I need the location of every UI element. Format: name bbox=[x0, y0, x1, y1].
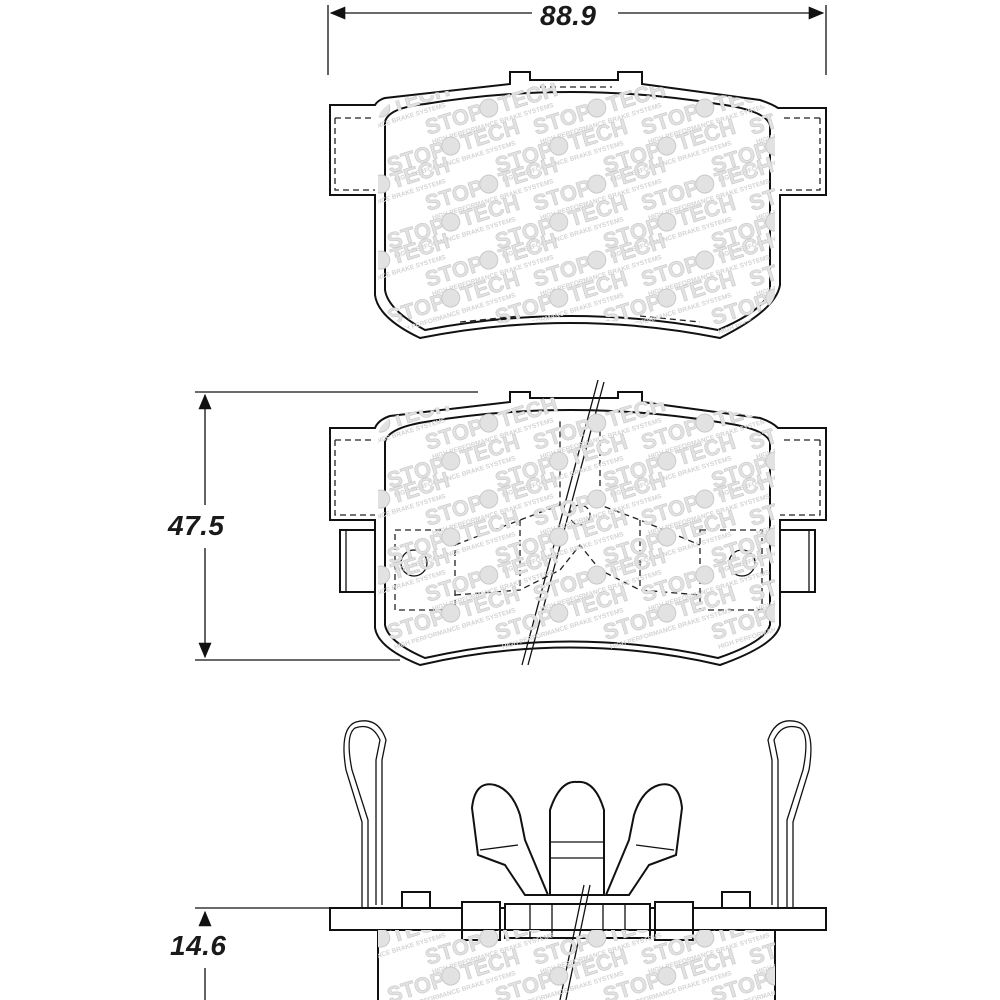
width-dimension bbox=[327, 5, 827, 75]
watermark-rotor-icon bbox=[549, 288, 569, 308]
watermark-rotor-icon bbox=[657, 212, 677, 232]
watermark-brand-right: TECH bbox=[820, 76, 885, 117]
watermark-rotor-icon bbox=[378, 930, 391, 948]
watermark-rotor-icon bbox=[765, 451, 775, 471]
watermark-rotor-icon bbox=[479, 174, 499, 194]
watermark-rotor-icon bbox=[657, 966, 677, 986]
anti-rattle-clip bbox=[470, 780, 684, 896]
watermark-rotor-icon bbox=[479, 250, 499, 270]
watermark-rotor-icon bbox=[479, 565, 499, 585]
watermark-rotor-icon bbox=[765, 212, 775, 232]
watermark-rotor-icon bbox=[695, 98, 715, 118]
watermark-rotor-icon bbox=[549, 966, 569, 986]
left-spring-clip bbox=[343, 720, 387, 908]
watermark-brand-left: STOP bbox=[314, 928, 378, 969]
watermark-rotor-icon bbox=[441, 288, 461, 308]
watermark-rotor-icon bbox=[441, 451, 461, 471]
watermark-brand-right: TECH bbox=[674, 190, 739, 231]
watermark-rotor-icon bbox=[441, 966, 461, 986]
watermark-rotor-icon bbox=[587, 174, 607, 194]
watermark-rotor-icon bbox=[695, 174, 715, 194]
watermark-rotor-icon bbox=[441, 527, 461, 547]
watermark-rotor-icon bbox=[549, 527, 569, 547]
height-dimension bbox=[195, 391, 478, 661]
watermark-rotor-icon bbox=[802, 249, 824, 271]
right-spring-clip bbox=[767, 720, 812, 908]
watermark-rotor-icon bbox=[695, 565, 715, 585]
watermark-rotor-icon bbox=[479, 489, 499, 509]
watermark-brand-left: STOP bbox=[314, 250, 378, 291]
watermark-rotor-icon bbox=[765, 966, 775, 986]
watermark-rotor-icon bbox=[549, 136, 569, 156]
watermark-rotor-icon bbox=[378, 174, 391, 194]
watermark-rotor-icon bbox=[441, 603, 461, 623]
watermark-rotor-icon bbox=[765, 603, 775, 623]
watermark-brand-right: TECH bbox=[820, 543, 885, 584]
watermark-brand-right: TECH bbox=[820, 152, 885, 193]
height-dimension-label: 47.5 bbox=[168, 510, 225, 541]
watermark-rotor-icon bbox=[695, 930, 715, 948]
watermark-rotor-icon bbox=[587, 565, 607, 585]
watermark-rotor-icon bbox=[441, 136, 461, 156]
watermark-rotor-icon bbox=[587, 489, 607, 509]
watermark-brand-right: TECH bbox=[820, 228, 885, 269]
watermark-rotor-icon bbox=[479, 413, 499, 433]
watermark-brand-right: TECH bbox=[820, 391, 885, 432]
watermark-rotor-icon bbox=[695, 250, 715, 270]
watermark-rotor-icon bbox=[657, 136, 677, 156]
thickness-dimension bbox=[195, 907, 330, 1000]
watermark-brand-right: TECH bbox=[820, 906, 885, 947]
watermark-rotor-icon bbox=[765, 136, 775, 156]
watermark-brand-right: TECH bbox=[782, 266, 847, 307]
watermark-rotor-icon bbox=[587, 413, 607, 433]
watermark-rotor-icon bbox=[441, 212, 461, 232]
watermark-rotor-icon bbox=[657, 603, 677, 623]
width-dimension-label: 88.9 bbox=[540, 0, 597, 31]
watermark-rotor-icon bbox=[378, 250, 391, 270]
watermark-rotor-icon bbox=[765, 527, 775, 547]
watermark-brand-right: TECH bbox=[820, 467, 885, 508]
watermark-brand-right: TECH bbox=[782, 190, 847, 231]
thickness-dimension-label: 14.6 bbox=[170, 930, 227, 961]
watermark-rotor-icon bbox=[549, 451, 569, 471]
watermark-rotor-icon bbox=[549, 603, 569, 623]
watermark-rotor-icon bbox=[695, 489, 715, 509]
watermark-rotor-icon bbox=[695, 413, 715, 433]
watermark-rotor-icon bbox=[479, 98, 499, 118]
watermark-rotor-icon bbox=[587, 930, 607, 948]
watermark-rotor-icon bbox=[479, 930, 499, 948]
watermark-rotor-icon bbox=[378, 489, 391, 509]
watermark-brand-right: TECH bbox=[782, 944, 847, 985]
watermark-rotor-icon bbox=[657, 288, 677, 308]
watermark-rotor-icon bbox=[587, 98, 607, 118]
watermark-rotor-icon bbox=[657, 451, 677, 471]
watermark-rotor-icon bbox=[657, 527, 677, 547]
watermark-rotor-icon bbox=[587, 250, 607, 270]
watermark-rotor-icon bbox=[378, 565, 391, 585]
watermark-rotor-icon bbox=[549, 212, 569, 232]
